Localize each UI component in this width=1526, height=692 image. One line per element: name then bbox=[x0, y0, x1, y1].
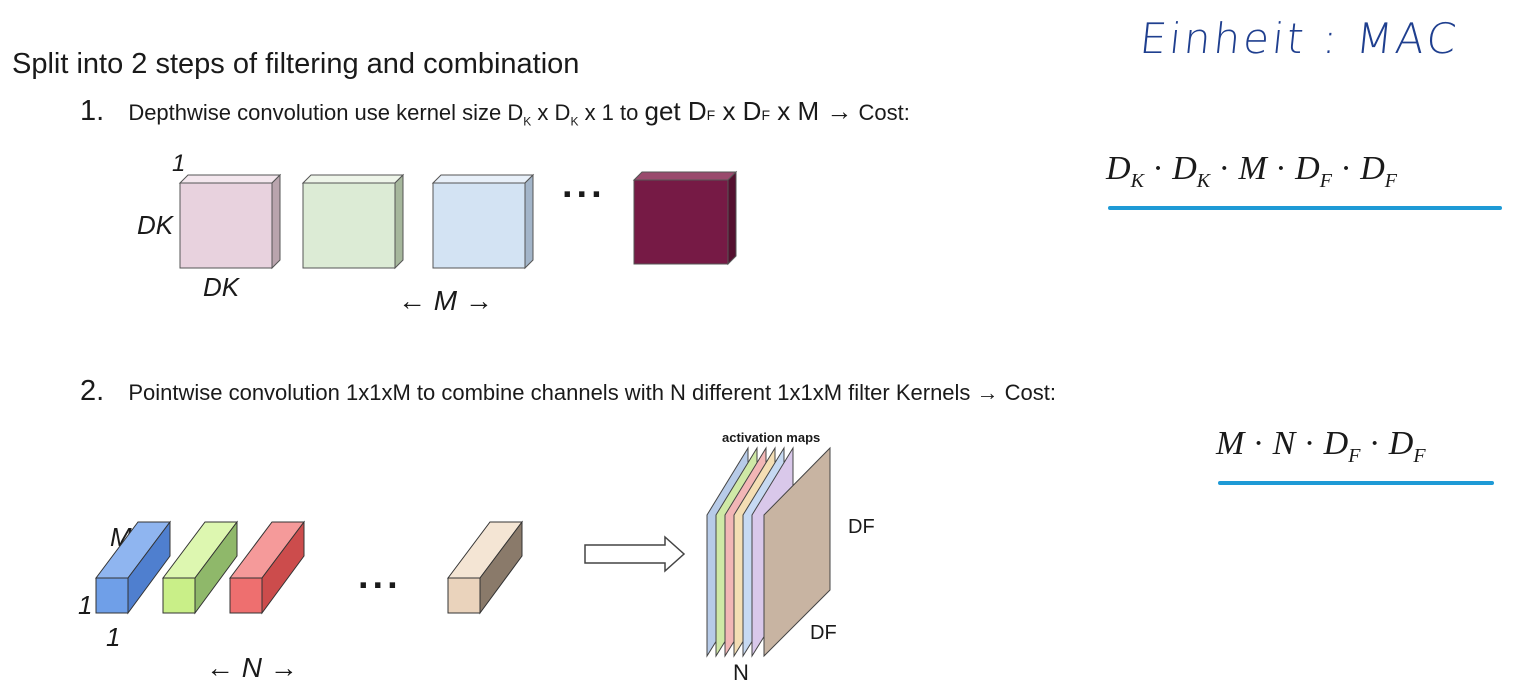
pointwise-filter-bar bbox=[447, 520, 523, 615]
step-1-get: get bbox=[644, 96, 681, 126]
kernel-height-label: DK bbox=[137, 210, 174, 240]
formula-term: N bbox=[1272, 425, 1296, 462]
step-2-text: 2. Pointwise convolution 1x1xM to combin… bbox=[80, 375, 1056, 408]
slide-title: Split into 2 steps of filtering and comb… bbox=[12, 48, 580, 80]
pointwise-filter-bar bbox=[162, 520, 238, 615]
n-filters-label: ← N → bbox=[206, 652, 298, 683]
formula-dot: · bbox=[1252, 425, 1265, 462]
formula-term: D bbox=[1388, 425, 1414, 462]
formula-sub: K bbox=[1196, 169, 1211, 192]
formula-term: D bbox=[1172, 150, 1197, 187]
kernel-width-label: DK bbox=[203, 272, 240, 302]
formula-sub: K bbox=[1130, 169, 1144, 192]
step-2-part: Pointwise convolution 1x1xM to combine c… bbox=[128, 380, 1056, 405]
step-1-part: x M bbox=[770, 96, 827, 126]
depthwise-kernel-cube bbox=[301, 173, 405, 270]
formula-depthwise-cost: DK · DK · M · DF · DF bbox=[1106, 150, 1397, 193]
output-width-label: DF bbox=[810, 622, 837, 644]
formula-dot: · bbox=[1275, 150, 1287, 187]
bar-width-label: 1 bbox=[106, 622, 121, 652]
formula-term: D bbox=[1295, 150, 1320, 187]
step-1-text: 1. Depthwise convolution use kernel size… bbox=[80, 95, 910, 128]
kernel-depth-label: 1 bbox=[172, 150, 186, 177]
step-1-number: 1. bbox=[80, 95, 105, 127]
formula-dot: · bbox=[1340, 150, 1352, 187]
formula-sub: F bbox=[1384, 169, 1398, 192]
output-height-label: DF bbox=[848, 516, 875, 538]
ellipsis-2: ... bbox=[358, 555, 402, 597]
pointwise-filter-bar bbox=[95, 520, 171, 615]
formula-term: D bbox=[1106, 150, 1131, 187]
step-1-sub: K bbox=[570, 114, 579, 129]
formula-dot: · bbox=[1303, 425, 1316, 462]
hollow-arrow-right-icon bbox=[584, 535, 686, 573]
pointwise-filter-bar bbox=[229, 520, 305, 615]
formula-dot: · bbox=[1152, 150, 1164, 187]
activation-maps-stack bbox=[706, 446, 831, 658]
step-1-sub: F bbox=[706, 107, 716, 123]
output-depth-label: N bbox=[733, 660, 749, 685]
step-1-sub: K bbox=[523, 114, 532, 129]
formula-sub: F bbox=[1319, 169, 1332, 192]
formula-sub: F bbox=[1413, 444, 1426, 467]
formula-sub: F bbox=[1348, 444, 1361, 467]
ellipsis-1: ... bbox=[562, 164, 606, 206]
depthwise-kernel-cube bbox=[431, 173, 535, 270]
activation-maps-title: activation maps bbox=[722, 430, 821, 445]
formula-pointwise-cost: M · N · DF · DF bbox=[1216, 425, 1426, 468]
arrow-right-icon: → bbox=[826, 96, 853, 126]
step-1-sub: F bbox=[761, 107, 771, 123]
formula-2-underline bbox=[1218, 481, 1494, 485]
formula-term: M bbox=[1238, 150, 1267, 187]
step-1-part: x D bbox=[715, 96, 762, 126]
formula-1-underline bbox=[1108, 206, 1502, 210]
bar-height-label: 1 bbox=[78, 590, 93, 620]
formula-term: M bbox=[1216, 425, 1245, 462]
depthwise-kernel-cube bbox=[178, 173, 282, 270]
step-1-part: D bbox=[680, 96, 707, 126]
formula-term: D bbox=[1323, 425, 1349, 462]
m-channels-label: ← M → bbox=[398, 285, 493, 316]
depthwise-kernel-cube bbox=[632, 170, 738, 266]
step-2-number: 2. bbox=[80, 375, 105, 407]
formula-dot: · bbox=[1368, 425, 1381, 462]
step-1-part: x D bbox=[531, 100, 571, 125]
step-1-part: Depthwise convolution use kernel size D bbox=[128, 100, 524, 125]
formula-term: D bbox=[1360, 150, 1385, 187]
formula-dot: · bbox=[1218, 150, 1230, 187]
step-1-part: x 1 to bbox=[578, 100, 645, 125]
step-1-part: Cost: bbox=[852, 100, 910, 125]
